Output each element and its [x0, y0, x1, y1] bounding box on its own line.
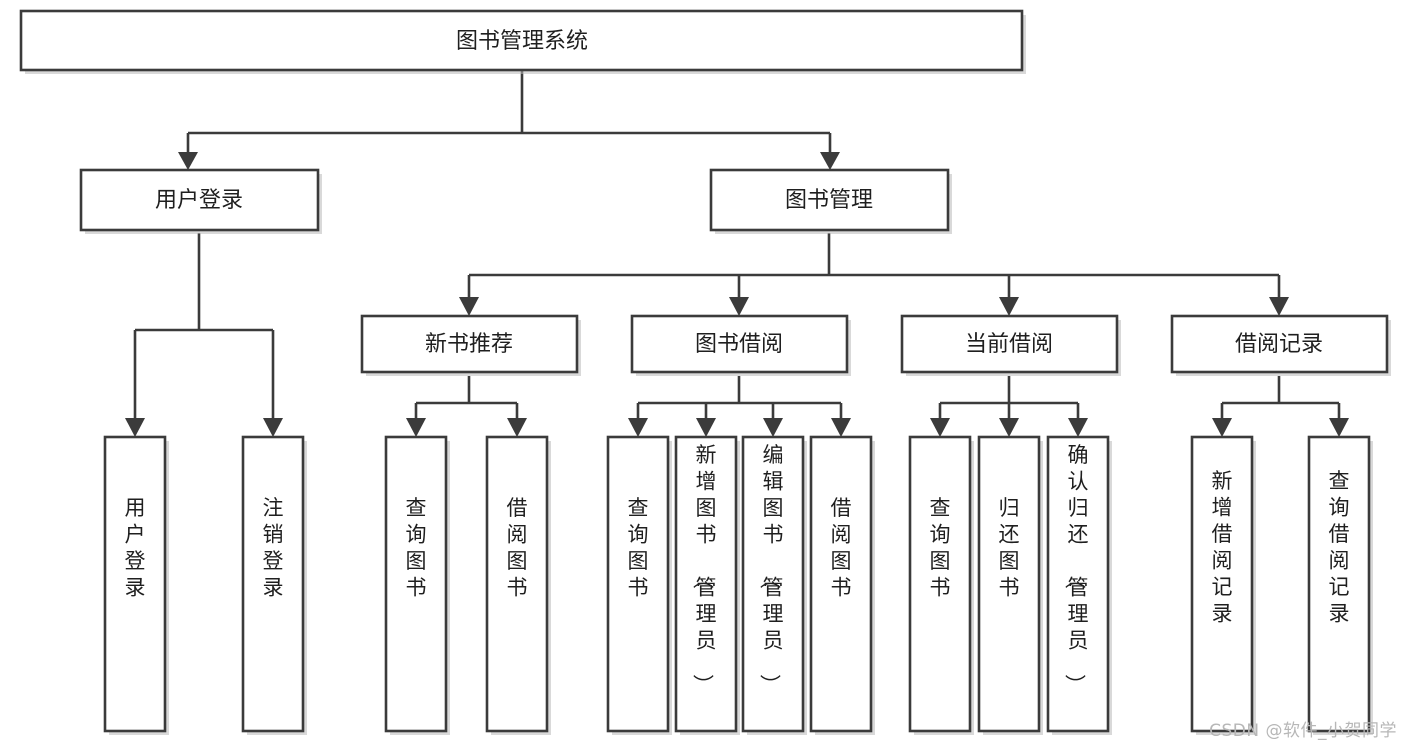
arrow-to-book-mgmt-icon: [820, 152, 840, 170]
arrow-leaf-bb-2-icon: [696, 418, 716, 437]
leaf-confirm-return-admin-box: [1046, 435, 1110, 733]
root-label: 图书管理系统: [456, 29, 588, 54]
leaf-edit-book-admin-label: 编辑图书（管理员）: [758, 443, 784, 695]
leaf-node-user-login[interactable]: 用户登录: [103, 435, 169, 735]
leaf-node-add-book-admin[interactable]: 新增图书（管理员）: [674, 435, 740, 735]
user-login-box: [79, 168, 320, 232]
leaf-node-return-book[interactable]: 归还图书: [977, 435, 1043, 735]
leaf-add-book-admin-label: 新增图书（管理员）: [691, 443, 717, 695]
leaf-query-book-bb-label: 查询图书: [628, 496, 649, 600]
leaf-node-borrow-book-bb[interactable]: 借阅图书: [809, 435, 875, 735]
arrow-leaf-cb-1-icon: [930, 418, 950, 437]
leaf-borrow-book-nbr-box: [485, 435, 549, 733]
leaf-logout-label: 注销登录: [263, 496, 284, 600]
node-borrowing-record[interactable]: 借阅记录: [1170, 314, 1391, 376]
leaf-add-book-admin-box: [674, 435, 738, 733]
leaf-user-login-label: 用户登录: [125, 496, 146, 600]
leaf-return-book-label: 归还图书: [999, 496, 1020, 600]
leaf-logout-box: [241, 435, 305, 733]
leaf-query-book-nbr-box: [384, 435, 448, 733]
arrow-leaf-nbr-2-icon: [507, 418, 527, 437]
node-current-borrowing[interactable]: 当前借阅: [900, 314, 1121, 376]
leaf-add-borrow-record-box: [1190, 435, 1254, 733]
leaf-query-book-cb-label: 查询图书: [930, 496, 951, 600]
leaf-query-borrow-record-label: 查询借阅记录: [1329, 469, 1350, 626]
leaf-edit-book-admin-box: [741, 435, 805, 733]
node-book-management[interactable]: 图书管理: [709, 168, 952, 234]
leaf-user-login-box: [103, 435, 167, 733]
leaf-node-add-borrow-record[interactable]: 新增借阅记录: [1190, 435, 1256, 735]
arrow-leaf-br-1-icon: [1212, 418, 1232, 437]
arrow-to-current-borrow-icon: [999, 297, 1019, 316]
arrow-to-new-book-rec-icon: [459, 297, 479, 316]
arrow-leaf-bb-3-icon: [763, 418, 783, 437]
borrowing-record-box: [1170, 314, 1389, 374]
node-book-borrowing[interactable]: 图书借阅: [630, 314, 851, 376]
leaf-query-book-bb-box: [606, 435, 670, 733]
leaf-add-borrow-record-label: 新增借阅记录: [1212, 469, 1233, 626]
leaf-node-query-borrow-record[interactable]: 查询借阅记录: [1307, 435, 1373, 735]
connector-lines: [125, 71, 1349, 437]
current-borrowing-box: [900, 314, 1119, 374]
book-borrowing-box: [630, 314, 849, 374]
arrow-leaf-cb-2-icon: [999, 418, 1019, 437]
leaf-node-edit-book-admin[interactable]: 编辑图书（管理员）: [741, 435, 807, 735]
leaf-return-book-box: [977, 435, 1041, 733]
arrow-leaf-user-login-icon: [125, 418, 145, 437]
book-borrowing-label: 图书借阅: [695, 332, 783, 357]
leaf-node-query-book-nbr[interactable]: 查询图书: [384, 435, 450, 735]
leaf-borrow-book-nbr-label: 借阅图书: [507, 496, 528, 600]
arrow-leaf-bb-4-icon: [831, 418, 851, 437]
leaf-node-logout[interactable]: 注销登录: [241, 435, 307, 735]
current-borrowing-label: 当前借阅: [965, 332, 1053, 357]
user-login-label: 用户登录: [155, 188, 243, 213]
leaf-query-book-cb-box: [908, 435, 972, 733]
leaf-node-query-book-cb[interactable]: 查询图书: [908, 435, 974, 735]
leaf-node-confirm-return-admin[interactable]: 确认归还（管理员）: [1046, 435, 1112, 735]
arrow-leaf-br-2-icon: [1329, 418, 1349, 437]
arrow-leaf-nbr-1-icon: [406, 418, 426, 437]
book-management-box: [709, 168, 950, 232]
node-root-book-management-system[interactable]: 图书管理系统: [19, 9, 1026, 74]
borrowing-record-label: 借阅记录: [1235, 332, 1323, 357]
leaf-confirm-return-admin-label: 确认归还（管理员）: [1063, 443, 1089, 695]
arrow-to-user-login-icon: [178, 152, 198, 170]
arrow-to-book-borrow-icon: [729, 297, 749, 316]
leaf-query-book-nbr-label: 查询图书: [406, 496, 427, 600]
leaf-node-borrow-book-nbr[interactable]: 借阅图书: [485, 435, 551, 735]
leaf-borrow-book-bb-label: 借阅图书: [831, 496, 852, 600]
book-management-label: 图书管理: [785, 188, 873, 213]
node-new-book-recommendation[interactable]: 新书推荐: [360, 314, 581, 376]
arrow-leaf-cb-3-icon: [1068, 418, 1088, 437]
new-book-rec-box: [360, 314, 579, 374]
arrow-leaf-logout-icon: [263, 418, 283, 437]
node-user-login[interactable]: 用户登录: [79, 168, 322, 234]
arrow-to-borrow-record-icon: [1269, 297, 1289, 316]
arrow-leaf-bb-1-icon: [628, 418, 648, 437]
leaf-borrow-book-bb-box: [809, 435, 873, 733]
root-box: [19, 9, 1024, 72]
new-book-rec-label: 新书推荐: [425, 332, 513, 357]
leaf-query-borrow-record-box: [1307, 435, 1371, 733]
leaf-node-query-book-bb[interactable]: 查询图书: [606, 435, 672, 735]
